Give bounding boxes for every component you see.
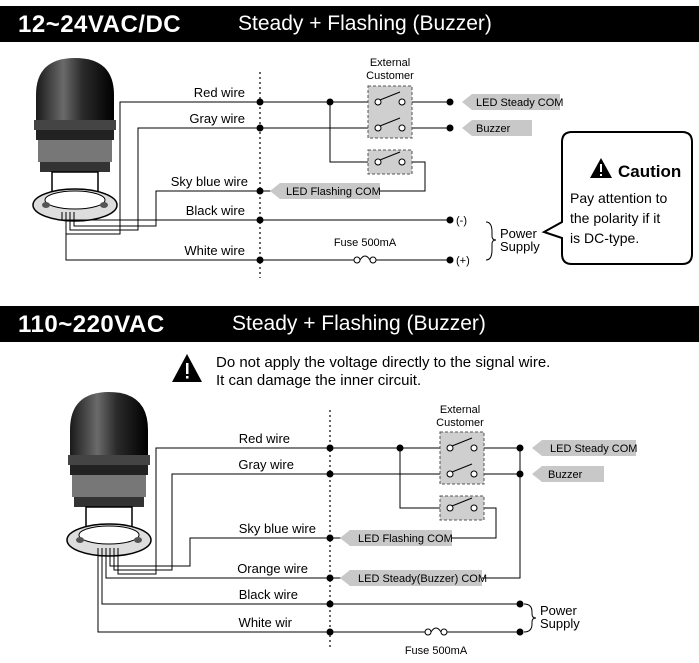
section1-tag-led-flashing: LED Flashing COM (270, 183, 381, 199)
section2-external-label: External (440, 404, 480, 416)
section1-wire-skyblue: Sky blue wire (171, 174, 248, 189)
section2-wires (97, 447, 521, 633)
section2-junctions (326, 444, 524, 636)
section1-minus-label: (-) (456, 215, 467, 227)
section1-wire-white: White wire (184, 243, 245, 258)
section2-fuse-label: Fuse 500mA (405, 645, 468, 657)
svg-text:Buzzer: Buzzer (548, 469, 583, 481)
section2-wire-orange: Orange wire (237, 561, 308, 576)
svg-text:LED Steady COM: LED Steady COM (476, 97, 563, 109)
section2-switch-box (439, 431, 485, 521)
section1-tag-buzzer: Buzzer (462, 120, 532, 136)
section1-power-brace (485, 221, 497, 261)
section2-power-label: Power (540, 603, 578, 618)
section2-fuse-icon (424, 627, 448, 636)
section2-supply-label: Supply (540, 616, 580, 631)
section2-warning-icon (172, 354, 202, 382)
section1-customer-label: Customer (366, 70, 414, 82)
section1-switch-box (367, 85, 413, 175)
svg-text:LED Steady COM: LED Steady COM (550, 443, 637, 455)
section2-wire-gray: Gray wire (238, 457, 294, 472)
caution-title: Caution (618, 162, 681, 181)
section2-warning-line-1: Do not apply the voltage directly to the… (216, 354, 550, 371)
section1-wire-gray: Gray wire (189, 111, 245, 126)
section2-power-brace (523, 603, 537, 633)
section1-power-label: Power (500, 226, 538, 241)
section1-external-label: External (370, 57, 410, 69)
section2-lamp-icon (66, 392, 152, 557)
svg-text:Buzzer: Buzzer (476, 123, 511, 135)
svg-text:LED Flashing COM: LED Flashing COM (286, 186, 381, 198)
section1-wire-red: Red wire (194, 85, 245, 100)
caution-line-1: Pay attention to (570, 190, 668, 206)
caution-callout (541, 131, 693, 265)
section2-wire-red: Red wire (239, 431, 290, 446)
caution-line-2: the polarity if it (570, 210, 660, 226)
section1-voltage: 12~24VAC/DC (18, 11, 182, 38)
section2-warning-line-2: It can damage the inner circuit. (216, 372, 421, 389)
section2-header: 110~220VAC Steady + Flashing (Buzzer) (0, 306, 699, 342)
section2-voltage: 110~220VAC (18, 311, 165, 338)
section1-supply-label: Supply (500, 239, 540, 254)
section2-mode: Steady + Flashing (Buzzer) (232, 312, 486, 335)
section2-tag-led-steady-buzzer: LED Steady(Buzzer) COM (340, 570, 487, 586)
section1-junctions (256, 98, 454, 264)
section2-wire-skyblue: Sky blue wire (239, 521, 316, 536)
caution-line-3: is DC-type. (570, 230, 639, 246)
section2-wire-black: Black wire (239, 587, 298, 602)
section1-wire-black: Black wire (186, 203, 245, 218)
section1-fuse-icon (353, 255, 377, 264)
section1-header: 12~24VAC/DC Steady + Flashing (Buzzer) (0, 6, 699, 42)
section2-tag-buzzer: Buzzer (532, 466, 604, 482)
section2-customer-label: Customer (436, 417, 484, 429)
section1-lamp-icon (32, 58, 118, 222)
section2-tag-led-steady: LED Steady COM (532, 440, 637, 456)
section1-tag-led-steady: LED Steady COM (462, 94, 563, 110)
section1-fuse-label: Fuse 500mA (334, 237, 397, 249)
warning-icon (590, 158, 612, 178)
section2-wire-white: White wir (239, 615, 293, 630)
section2-tag-led-flashing: LED Flashing COM (340, 530, 453, 546)
section1-mode: Steady + Flashing (Buzzer) (238, 12, 492, 35)
svg-text:LED Steady(Buzzer) COM: LED Steady(Buzzer) COM (358, 573, 487, 585)
section1-plus-label: (+) (456, 255, 470, 267)
svg-text:LED Flashing COM: LED Flashing COM (358, 533, 453, 545)
